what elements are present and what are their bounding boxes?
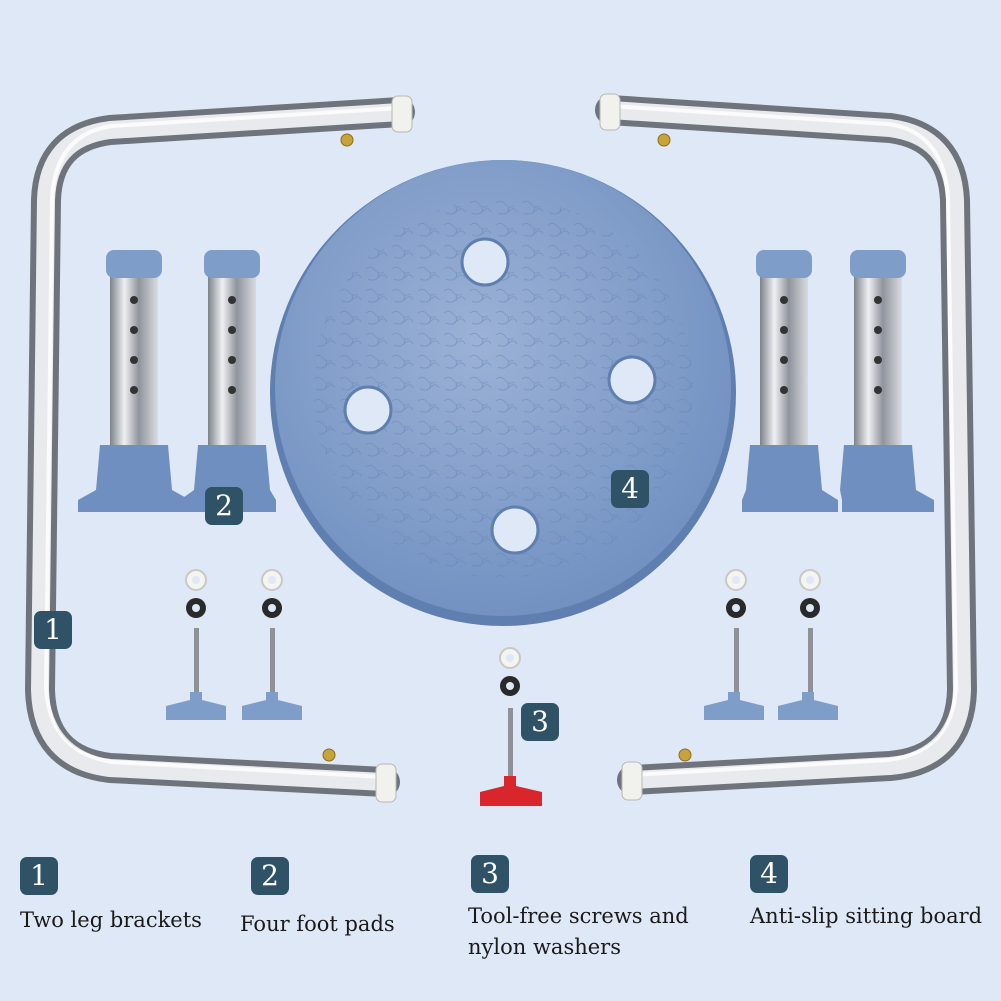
legend-badge-2: 2 [251,857,289,895]
foot-pad-1 [78,250,190,512]
legend-text-3b: nylon washers [468,935,621,959]
legend-badge-4: 4 [750,855,788,893]
part-badge-2: 2 [205,487,243,525]
legend-badge-1: 1 [20,857,58,895]
screw-set-red [480,647,542,806]
foot-pads [78,250,934,512]
legend-text-3a: Tool-free screws and [468,904,689,928]
screw-set-4 [778,569,838,720]
part-badge-1: 1 [34,611,72,649]
foot-pad-2 [180,250,276,512]
part-badge-4: 4 [611,470,649,508]
screw-set-1 [166,569,226,720]
anti-slip-seat-board [270,160,736,626]
legend-text-2: Four foot pads [240,912,395,936]
legend-text-1: Two leg brackets [20,908,202,932]
legend-badge-3: 3 [471,855,509,893]
screw-set-3 [704,569,764,720]
part-badge-3: 3 [521,703,559,741]
screws-and-washers [166,569,838,806]
left-leg-bracket [25,95,415,803]
legend-text-4: Anti-slip sitting board [750,904,983,928]
screw-set-2 [242,569,302,720]
right-leg-bracket [595,93,977,801]
foot-pad-3 [742,250,838,512]
foot-pad-4 [840,250,934,512]
